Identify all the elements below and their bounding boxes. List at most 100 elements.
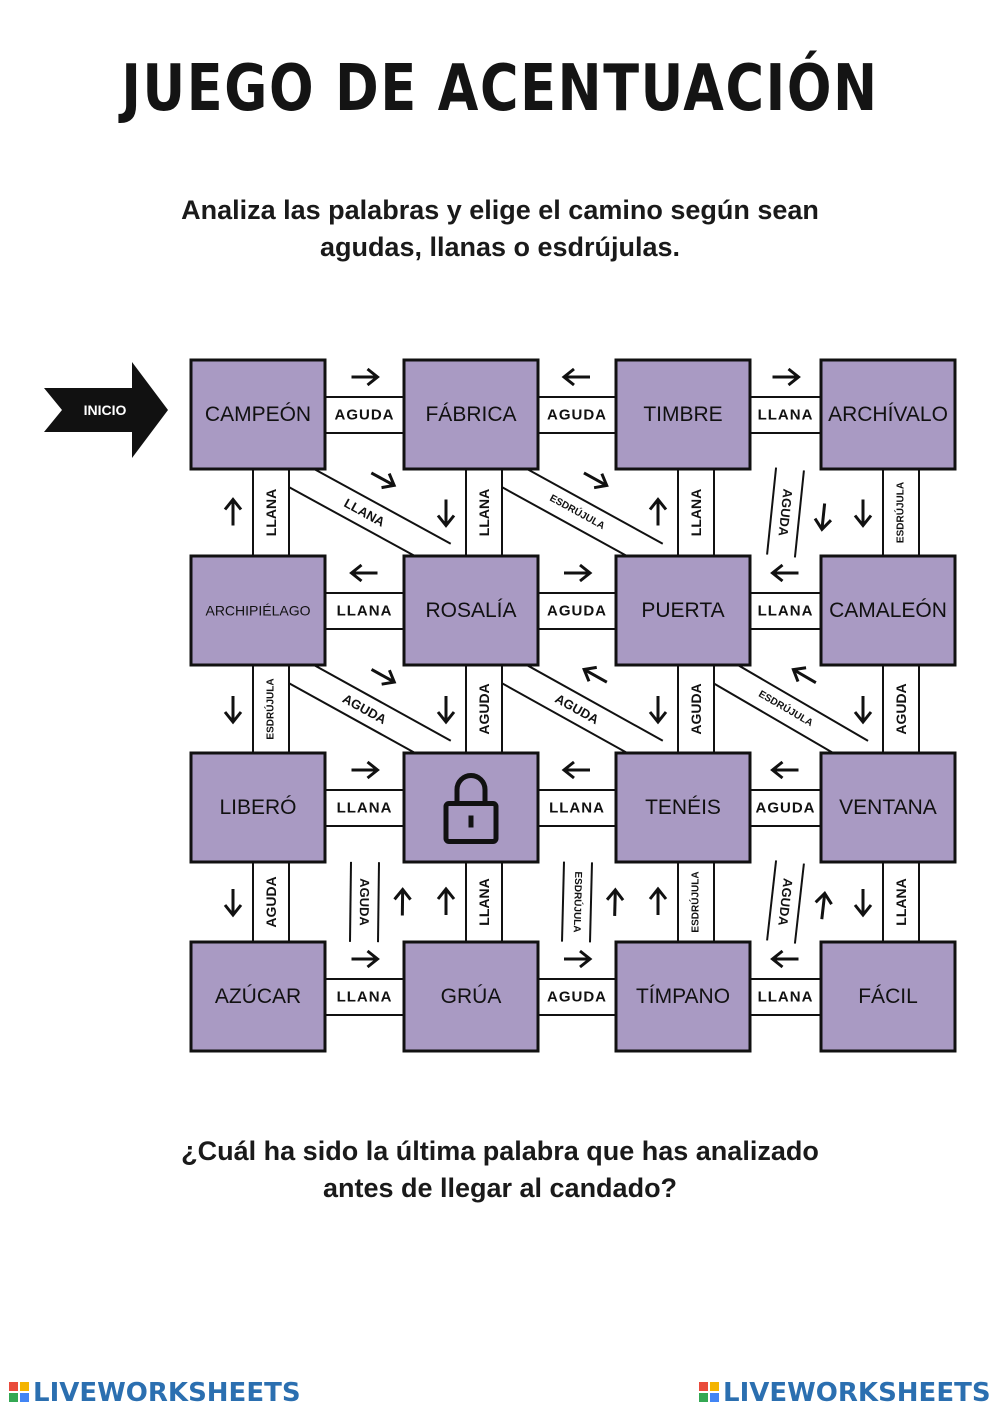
vertical-path[interactable]: LLANA <box>882 861 920 943</box>
word-cell[interactable]: FÁCIL <box>819 940 957 1053</box>
word-label: FÁCIL <box>858 985 918 1008</box>
horizontal-path[interactable]: AGUDA <box>324 396 405 434</box>
path-arrow-icon <box>370 668 397 686</box>
vertical-path[interactable]: LLANA <box>252 468 290 557</box>
diagonal-path[interactable]: ESDRÚJULA <box>561 861 593 943</box>
diagonal-path[interactable]: LLANA <box>277 455 452 570</box>
word-cell[interactable]: ARCHIPIÉLAGO <box>189 554 327 667</box>
word-label: TÍMPANO <box>636 985 730 1008</box>
vertical-path-label: ESDRÚJULA <box>264 678 277 739</box>
word-cell[interactable]: ROSALÍA <box>402 554 540 667</box>
diagonal-path-label: AGUDA <box>340 691 390 728</box>
word-cell[interactable]: CAMPEÓN <box>189 358 327 471</box>
vertical-path[interactable]: AGUDA <box>252 861 290 943</box>
vertical-path[interactable]: LLANA <box>465 468 503 557</box>
horizontal-path-label: LLANA <box>337 800 393 817</box>
path-arrow-icon <box>393 887 412 916</box>
word-cell[interactable]: TÍMPANO <box>614 940 752 1053</box>
vertical-path[interactable]: ESDRÚJULA <box>882 468 920 557</box>
lock-cell[interactable] <box>402 751 540 864</box>
horizontal-path[interactable]: LLANA <box>749 592 822 630</box>
horizontal-path[interactable]: AGUDA <box>537 396 617 434</box>
vertical-path[interactable]: AGUDA <box>882 664 920 754</box>
word-cell[interactable]: GRÚA <box>402 940 540 1053</box>
path-arrow-icon <box>436 886 456 915</box>
footer-brand-right[interactable]: LIVEWORKSHEETS <box>698 1378 991 1408</box>
path-arrow-icon <box>351 367 380 387</box>
word-label: TIMBRE <box>643 403 722 426</box>
diagonal-path[interactable]: AGUDA <box>766 467 805 558</box>
vertical-path-label: LLANA <box>688 489 704 536</box>
horizontal-path-label: AGUDA <box>756 800 816 817</box>
padlock-icon <box>443 773 499 844</box>
word-cell[interactable]: LIBERÓ <box>189 751 327 864</box>
horizontal-path[interactable]: LLANA <box>324 789 405 827</box>
diagonal-path-label: AGUDA <box>357 878 373 926</box>
word-cell[interactable]: TIMBRE <box>614 358 752 471</box>
page-title: JUEGO DE ACENTUACIÓN <box>121 52 879 126</box>
path-arrow-icon <box>351 760 380 780</box>
horizontal-path-label: LLANA <box>758 989 814 1006</box>
word-label: FÁBRICA <box>425 403 516 426</box>
vertical-path[interactable]: ESDRÚJULA <box>252 664 290 754</box>
instructions-line-2: agudas, llanas o esdrújulas. <box>319 232 681 262</box>
vertical-path-label: LLANA <box>476 878 492 925</box>
path-arrow-icon <box>561 760 590 780</box>
path-arrow-icon <box>648 696 668 725</box>
horizontal-path[interactable]: AGUDA <box>537 592 617 630</box>
start-arrow: INICIO <box>44 362 168 458</box>
path-arrow-icon <box>223 696 243 725</box>
vertical-path-label: AGUDA <box>893 683 909 734</box>
diagonal-path[interactable]: AGUDA <box>277 651 452 767</box>
horizontal-path-label: AGUDA <box>547 603 607 620</box>
path-arrow-icon <box>791 666 817 685</box>
diagonal-path[interactable]: AGUDA <box>490 651 664 767</box>
path-arrow-icon <box>436 499 456 528</box>
word-cell[interactable]: VENTANA <box>819 751 957 864</box>
path-arrow-icon <box>564 563 593 583</box>
horizontal-path[interactable]: LLANA <box>537 789 617 827</box>
word-label: CAMPEÓN <box>205 403 311 426</box>
horizontal-path-label: LLANA <box>758 407 814 424</box>
diagonal-path[interactable]: AGUDA <box>766 860 805 944</box>
vertical-path[interactable]: LLANA <box>677 468 715 557</box>
question-line-2: antes de llegar al candado? <box>322 1173 678 1203</box>
vertical-path[interactable]: AGUDA <box>465 664 503 754</box>
word-cell[interactable]: AZÚCAR <box>189 940 327 1053</box>
horizontal-path-label: LLANA <box>337 989 393 1006</box>
diagonal-path[interactable]: ESDRÚJULA <box>490 455 664 570</box>
word-cell[interactable]: FÁBRICA <box>402 358 540 471</box>
footer-brand-right-text: LIVEWORKSHEETS <box>723 1378 991 1408</box>
path-arrow-icon <box>770 760 799 780</box>
liveworksheets-logo-icon <box>699 1382 719 1402</box>
vertical-path-label: AGUDA <box>476 683 492 734</box>
diagonal-path-label: AGUDA <box>776 488 796 538</box>
vertical-path-label: ESDRÚJULA <box>689 871 702 932</box>
diagonal-path[interactable]: ESDRÚJULA <box>702 652 869 766</box>
horizontal-path[interactable]: LLANA <box>324 978 405 1016</box>
word-cell[interactable]: CAMALEÓN <box>819 554 957 667</box>
horizontal-path[interactable]: AGUDA <box>749 789 822 827</box>
path-arrow-icon <box>853 696 873 725</box>
horizontal-path-label: LLANA <box>337 603 393 620</box>
path-arrow-icon <box>853 889 873 918</box>
horizontal-path[interactable]: LLANA <box>749 396 822 434</box>
horizontal-path[interactable]: LLANA <box>324 592 405 630</box>
horizontal-path[interactable]: AGUDA <box>537 978 617 1016</box>
diagonal-path[interactable]: AGUDA <box>349 861 380 943</box>
word-cell[interactable]: TENÉIS <box>614 751 752 864</box>
path-arrow-icon <box>813 503 833 532</box>
word-cell[interactable]: PUERTA <box>614 554 752 667</box>
vertical-path-label: AGUDA <box>688 683 704 734</box>
word-cell[interactable]: ARCHÍVALO <box>819 358 957 471</box>
footer-brand-left[interactable]: LIVEWORKSHEETS <box>8 1378 301 1408</box>
vertical-path[interactable]: LLANA <box>465 861 503 943</box>
final-question: ¿Cuál ha sido la última palabra que has … <box>100 1133 900 1207</box>
path-arrow-icon <box>770 949 799 969</box>
vertical-path-label: LLANA <box>263 489 279 536</box>
vertical-path[interactable]: ESDRÚJULA <box>677 861 715 943</box>
horizontal-path[interactable]: LLANA <box>749 978 822 1016</box>
vertical-path[interactable]: AGUDA <box>677 664 715 754</box>
diagonal-path-label: LLANA <box>342 495 388 530</box>
